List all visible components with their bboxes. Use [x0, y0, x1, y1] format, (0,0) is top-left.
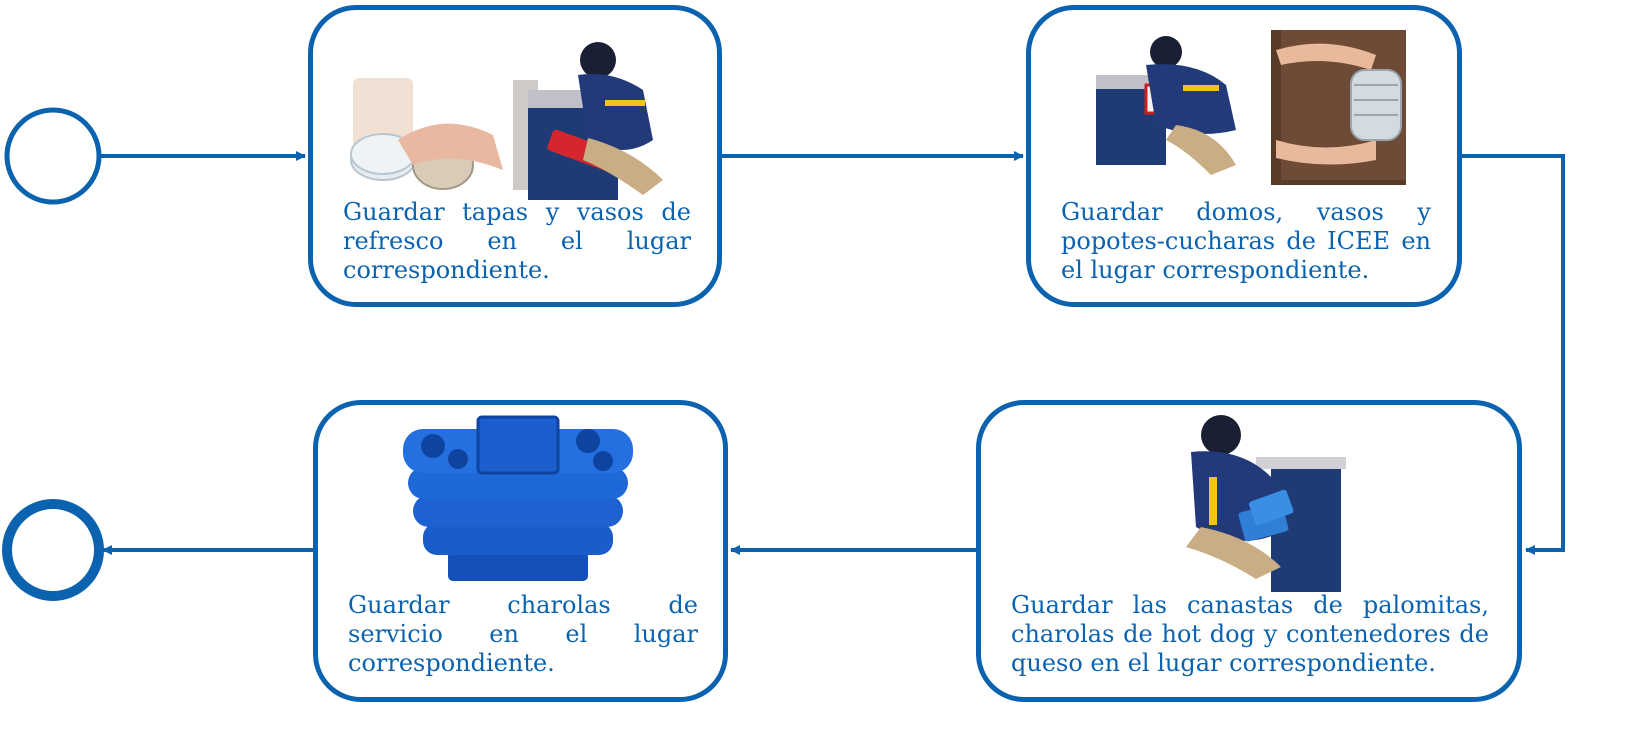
step-store-soda-lids-cups: Guardar tapas y vasos de refresco en el … — [308, 5, 722, 307]
step-store-service-trays: Guardar charolas de servicio en el lugar… — [313, 400, 728, 702]
step-description: Guardar las canastas de palomitas, charo… — [1011, 591, 1489, 677]
arrow-step-2-to-step-3 — [1462, 154, 1565, 555]
step-store-popcorn-baskets: Guardar las canastas de palomitas, charo… — [976, 400, 1522, 702]
step-description: Guardar charolas de servicio en el lugar… — [348, 591, 698, 677]
end-event — [2, 499, 104, 601]
worker-storing-lids-and-cups-photo — [350, 42, 663, 200]
step-description: Guardar domos, vasos y popotes-cucharas … — [1061, 198, 1431, 284]
stacked-service-trays-photo — [403, 415, 633, 581]
start-event — [4, 107, 102, 205]
worker-storing-popcorn-baskets-photo — [1186, 415, 1346, 592]
step-store-icee-items: Guardar domos, vasos y popotes-cucharas … — [1026, 5, 1462, 307]
worker-storing-icee-domes-photo — [1096, 30, 1406, 185]
step-description: Guardar tapas y vasos de refresco en el … — [343, 198, 691, 284]
